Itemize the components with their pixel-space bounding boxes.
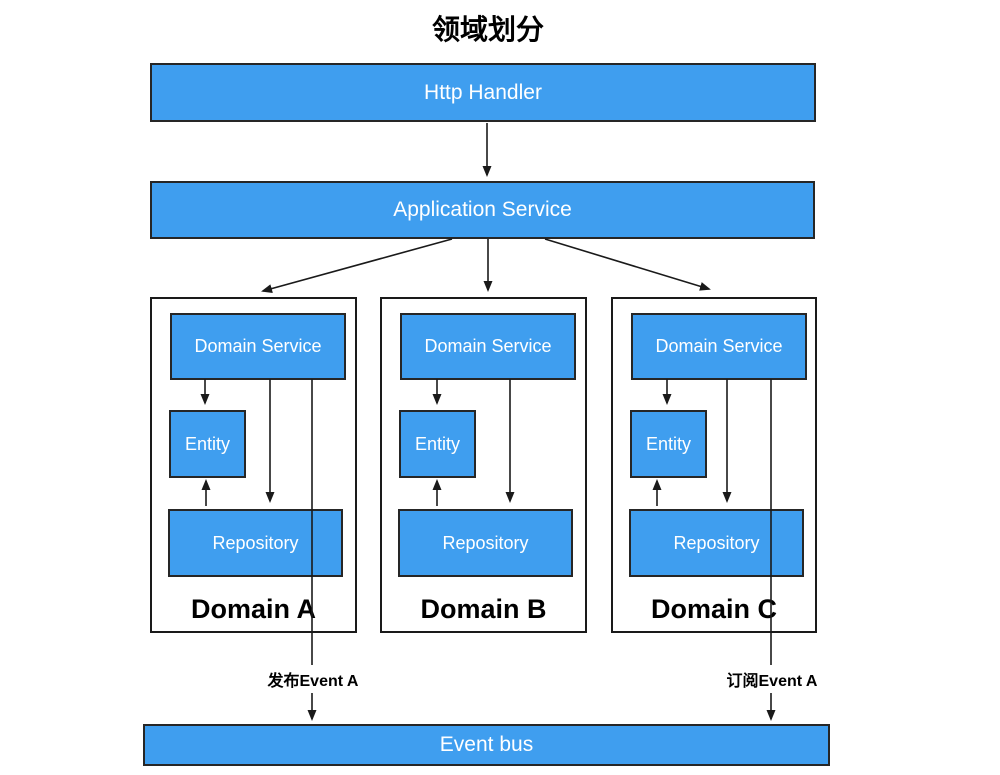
domain-b-entity-label: Entity [414, 433, 461, 454]
domain-c-repository-node: Repository [629, 509, 804, 577]
domain-a-entity-node: Entity [169, 410, 246, 478]
arrow-appservice-to-domain-c [544, 238, 711, 291]
domain-c-entity-node: Entity [630, 410, 707, 478]
domain-c-title: Domain C [650, 594, 777, 624]
domain-c-domain-service-label: Domain Service [655, 336, 783, 356]
subscribe-event-label: 订阅Event A [699, 665, 845, 693]
domain-a-domain-service-label: Domain Service [194, 336, 322, 356]
arrow-appservice-to-domain-a [261, 238, 453, 293]
domain-a-entity-label: Entity [184, 433, 231, 454]
domain-a-container: Domain Service Entity Repository Domain … [150, 297, 357, 633]
application-service-node: Application Service [150, 181, 815, 239]
domain-b-container: Domain Service Entity Repository Domain … [380, 297, 587, 633]
domain-c-entity-label: Entity [645, 433, 692, 454]
domain-b-title: Domain B [420, 594, 547, 624]
domain-b-repository-label: Repository [442, 532, 529, 553]
domain-a-repository-node: Repository [168, 509, 343, 577]
publish-event-label: 发布Event A [240, 665, 386, 693]
domain-b-domain-service-label: Domain Service [424, 336, 552, 356]
domain-c-repository-label: Repository [673, 532, 760, 553]
application-service-label: Application Service [393, 198, 572, 221]
diagram-title: 领域划分 [431, 14, 544, 45]
http-handler-label: Http Handler [424, 80, 542, 104]
domain-b-repository-node: Repository [398, 509, 573, 577]
domain-b-domain-service-node: Domain Service [400, 313, 576, 380]
domain-a-title: Domain A [190, 594, 316, 624]
domain-b-entity-node: Entity [399, 410, 476, 478]
http-handler-node: Http Handler [150, 63, 816, 122]
event-bus-label: Event bus [439, 733, 534, 756]
domain-c-domain-service-node: Domain Service [631, 313, 807, 380]
domain-c-container: Domain Service Entity Repository Domain … [611, 297, 817, 633]
domain-a-repository-label: Repository [212, 532, 299, 553]
domain-a-domain-service-node: Domain Service [170, 313, 346, 380]
event-bus-node: Event bus [143, 724, 830, 766]
